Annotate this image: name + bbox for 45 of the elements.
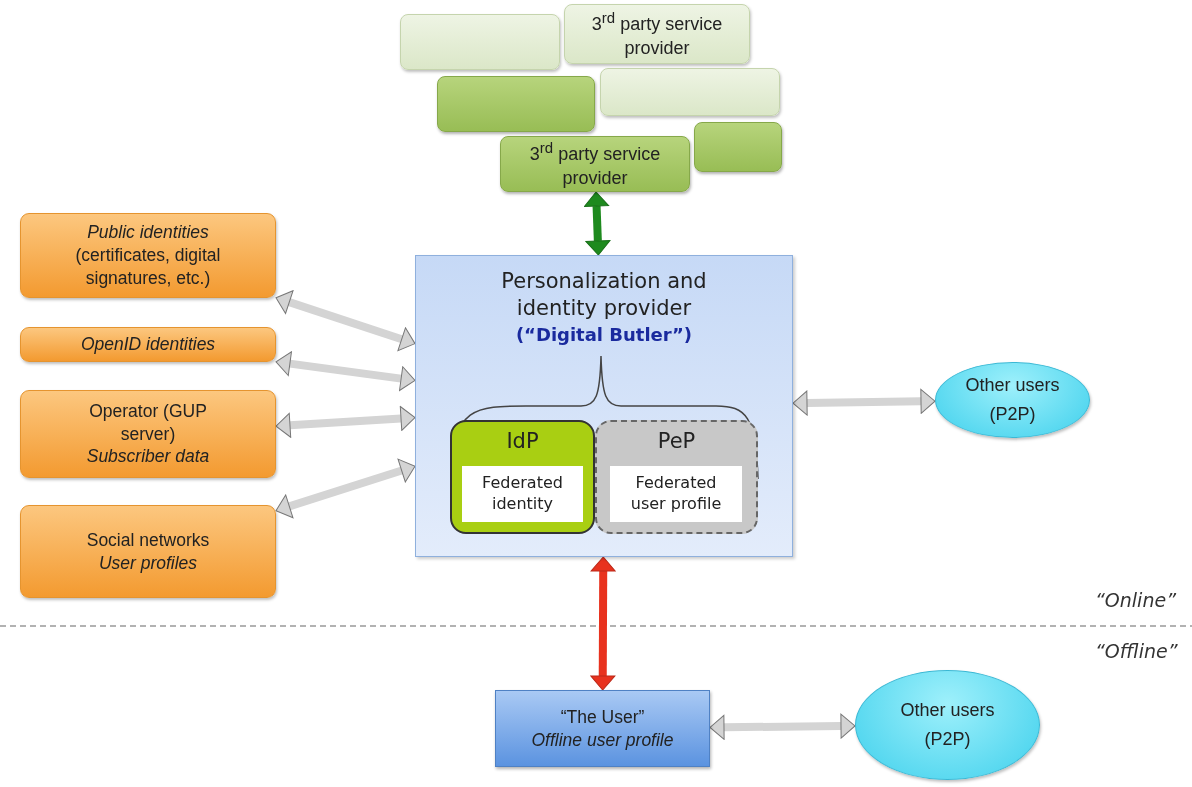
node-title: 3$^{rd}$ party service provider [590, 8, 724, 60]
double-arrow [709, 713, 856, 740]
node-title: Personalization and identity provider [500, 268, 708, 323]
inner-box [462, 466, 583, 522]
node-title: 3$^{rd}$ party service provider [528, 138, 662, 190]
zone-label: “Offline” [1095, 640, 1178, 662]
source-box [20, 213, 276, 298]
idp-box [450, 420, 595, 534]
zone-label: “Online” [1095, 589, 1176, 611]
provider-panel [415, 255, 793, 557]
double-arrow [275, 351, 416, 392]
user-box [495, 690, 710, 767]
service-provider-box [694, 122, 782, 172]
node-title: Operator (GUP server) [88, 399, 208, 446]
service-provider-box [600, 68, 780, 116]
service-provider-box [437, 76, 595, 132]
double-arrow [275, 290, 416, 352]
source-box [20, 390, 276, 478]
node-title: PeP [657, 428, 696, 455]
double-arrow [792, 388, 936, 416]
node-title: OpenID identities [80, 333, 216, 356]
inner-box [610, 466, 742, 522]
node-title: IdP [506, 428, 539, 455]
double-arrow [584, 191, 611, 256]
node-title: Federated identity [481, 473, 564, 515]
source-box [20, 505, 276, 598]
node-text: Offline user profile [531, 728, 674, 752]
service-provider-box [564, 4, 750, 64]
node-text: (certificates, digital signatures, etc.) [74, 244, 222, 290]
service-provider-box [500, 136, 690, 192]
node-text: (“Digital Butler”) [515, 322, 693, 346]
source-box [20, 327, 276, 362]
node-title: Public identities [87, 221, 209, 245]
node-title: Other users (P2P) [964, 374, 1061, 426]
node-title: Social networks [86, 528, 210, 552]
node-text: User profiles [98, 551, 198, 575]
node-title: “The User” [560, 705, 645, 729]
node-title: Other users (P2P) [899, 699, 996, 751]
node-title: Federated user profile [629, 473, 723, 515]
double-arrow [275, 406, 416, 438]
double-arrow [275, 458, 416, 519]
double-arrow [590, 556, 616, 691]
service-provider-box [400, 14, 560, 70]
node-text: Subscriber data [86, 445, 210, 469]
pep-box [595, 420, 758, 534]
